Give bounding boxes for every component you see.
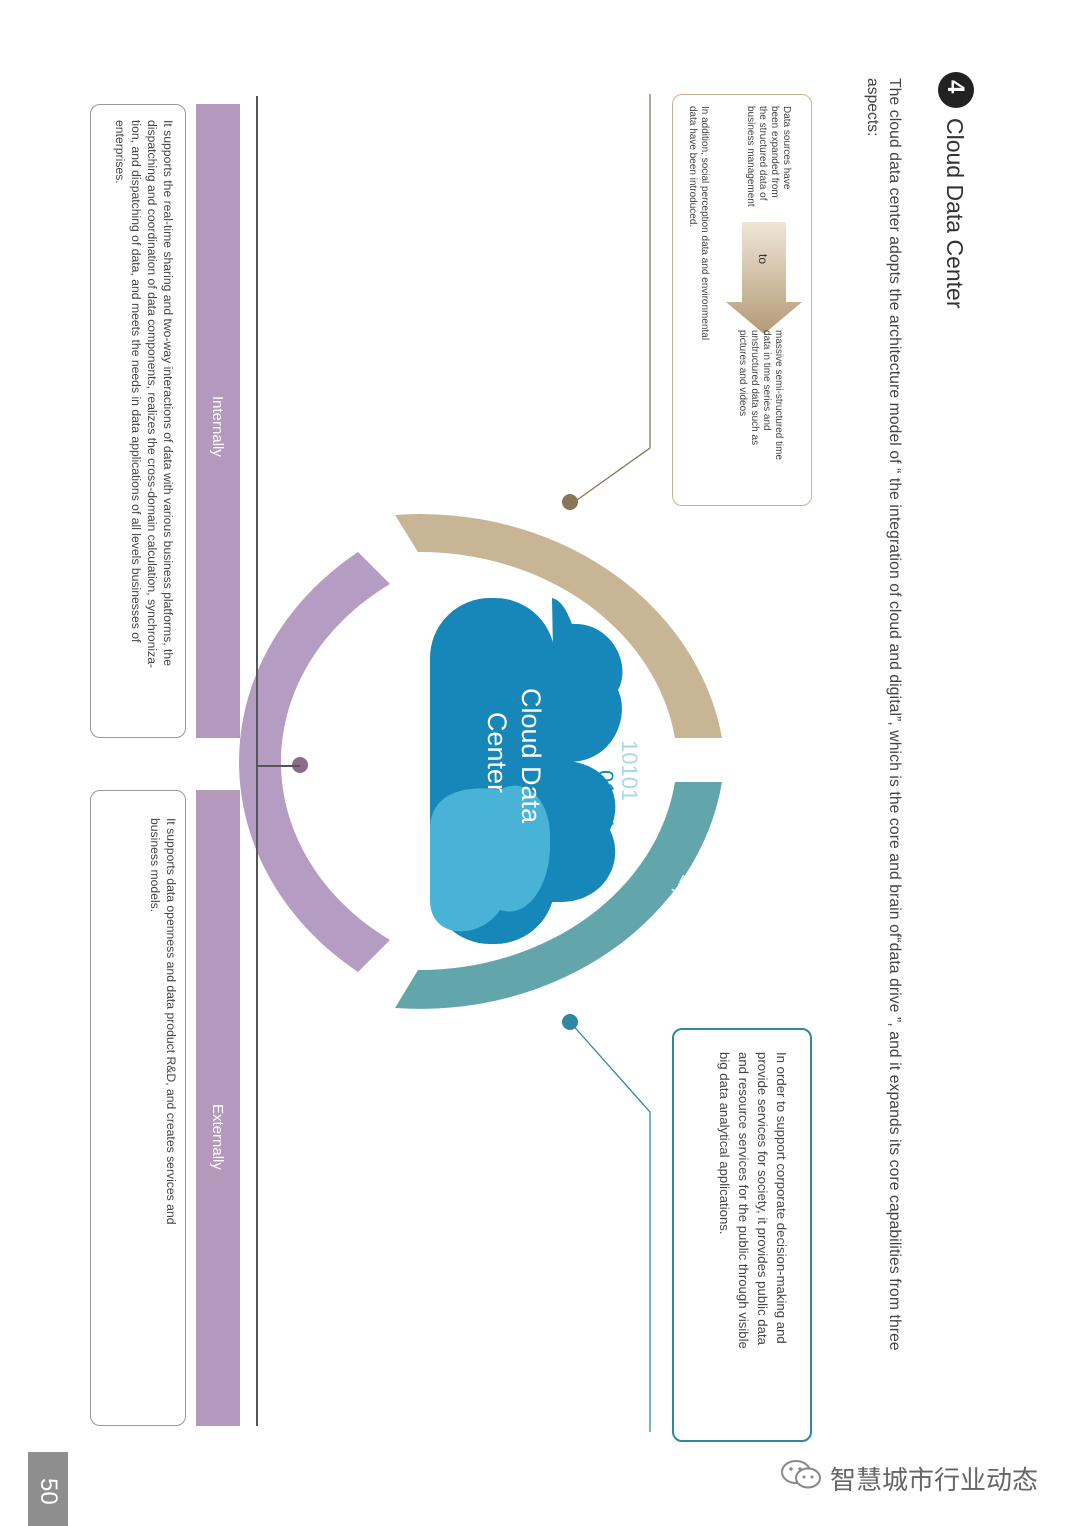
internally-bar [196,104,240,738]
watermark-text: 智慧城市行业动态 [830,1466,1039,1496]
internally-box [90,104,186,738]
center-title-line-2: Center [482,712,512,794]
page-number: 50 [35,1478,62,1505]
capacities-dot [292,757,308,773]
externally-bar [196,790,240,1426]
internally-line-2: dispatching and coordination of data com… [145,120,159,669]
coverage-connector [569,1021,651,1432]
arc-expand-sources [395,514,722,738]
binary-line-1: 10101 [617,740,642,802]
externally-label: Externally [209,1104,226,1170]
down-arrow-icon [726,222,802,334]
binary-line-2: 01101 [593,770,618,830]
arc-expand-capacities [239,552,390,972]
coverage-dot [562,1014,578,1030]
cloud-icon [430,598,623,944]
internally-label: Internally [209,396,226,457]
sources-connector [569,94,651,506]
bracket-connector [257,765,300,767]
internally-line-3: tion, and dispatching of data, and meets… [129,120,143,643]
internally-line-4: enterprises. [113,120,127,184]
externally-box [90,790,186,1426]
page-number-tab [28,1452,68,1526]
internally-line-1: It supports the real-time sharing and tw… [161,120,175,666]
coverage-box [672,1028,812,1442]
externally-line-2: business models. [148,818,162,913]
sources-dot [562,494,578,510]
externally-line-1: It supports data openness and data produ… [164,818,178,1225]
wechat-icon [781,1460,821,1489]
section-number-badge [938,72,974,108]
arc-expand-coverage [395,782,722,1009]
bracket-line [256,96,258,1426]
center-title-line-1: Cloud Data [516,688,546,824]
arc-label-expand-capacities: Expand Capacities [317,692,334,818]
